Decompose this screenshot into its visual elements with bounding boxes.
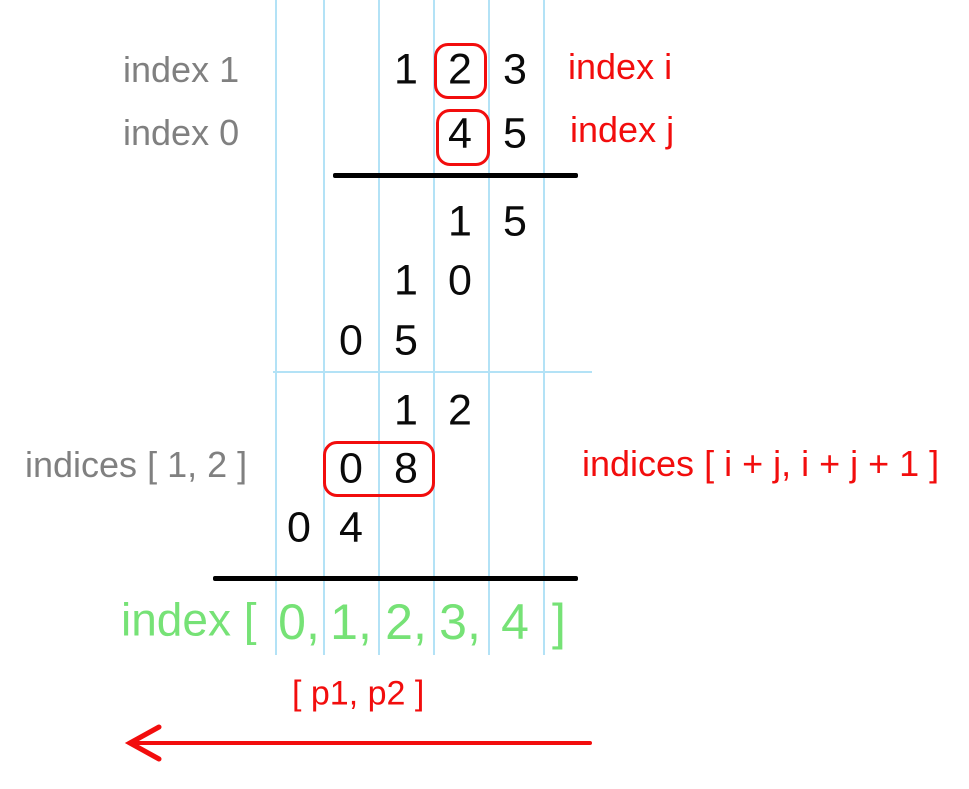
highlight-box-digit-j	[436, 109, 490, 166]
grid-column-line	[433, 0, 435, 655]
digit-cell: 3	[503, 45, 527, 94]
label-index-array-prefix: index [	[121, 593, 257, 646]
left-arrow-icon	[124, 724, 592, 762]
label-index-0: index 0	[123, 112, 240, 154]
index-value-cell: 1,	[330, 594, 372, 650]
digit-cell: 4	[448, 109, 472, 158]
index-value-cell: 0,	[278, 594, 320, 650]
highlight-box-partial-product	[323, 441, 435, 497]
grid-column-line	[275, 0, 277, 655]
digit-cell: 1	[394, 386, 418, 435]
highlight-box-digit-i	[434, 43, 487, 99]
digit-cell: 8	[394, 444, 418, 493]
index-value-cell: 4	[501, 594, 529, 650]
label-index-1: index 1	[123, 49, 240, 91]
digit-cell: 5	[394, 316, 418, 365]
grid-row-separator-line	[273, 371, 592, 373]
digit-cell: 5	[503, 197, 527, 246]
digit-cell: 2	[448, 45, 472, 94]
index-value-cell: 3,	[439, 594, 481, 650]
digit-cell: 1	[394, 45, 418, 94]
label-indices-i-j: indices [ i + j, i + j + 1 ]	[582, 443, 940, 485]
index-value-cell: ]	[552, 594, 566, 650]
grid-column-line	[488, 0, 490, 655]
digit-cell: 0	[287, 503, 311, 552]
grid-column-line	[323, 0, 325, 655]
label-p1-p2: [ p1, p2 ]	[292, 674, 425, 713]
digit-cell: 2	[448, 386, 472, 435]
label-index-i: index i	[568, 46, 673, 88]
digit-cell: 4	[339, 503, 363, 552]
label-index-j: index j	[570, 109, 675, 151]
digit-cell: 0	[339, 444, 363, 493]
label-indices-1-2: indices [ 1, 2 ]	[25, 444, 248, 486]
digit-cell: 1	[448, 197, 472, 246]
grid-column-line	[543, 0, 545, 655]
multiply-rule-line	[333, 173, 578, 178]
index-value-cell: 2,	[385, 594, 427, 650]
digit-cell: 0	[339, 316, 363, 365]
grid-column-line	[378, 0, 380, 655]
digit-cell: 1	[394, 256, 418, 305]
digit-cell: 0	[448, 256, 472, 305]
total-rule-line	[213, 576, 578, 581]
digit-cell: 5	[503, 109, 527, 158]
